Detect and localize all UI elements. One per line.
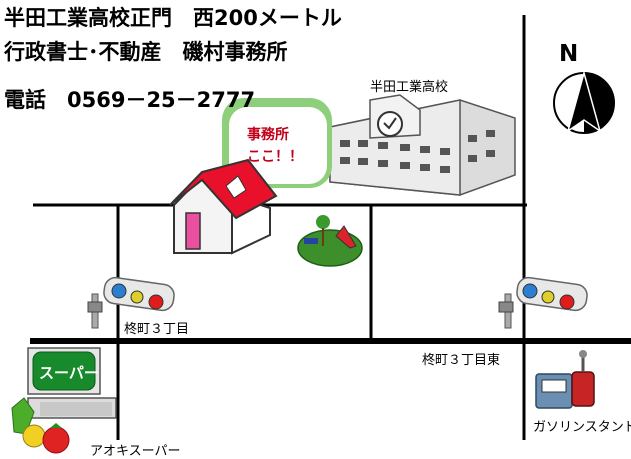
- header-phone: 電話 0569－25－2777: [4, 88, 256, 112]
- bubble-here: ここ！！: [247, 149, 303, 165]
- traffic-light-east-icon: [498, 276, 588, 329]
- office-house-icon: [169, 158, 278, 255]
- traffic-light-west-icon: [87, 276, 175, 329]
- roads: [30, 15, 631, 440]
- supermarket-sign: スーパー: [39, 364, 99, 382]
- bubble-office: 事務所: [247, 127, 289, 143]
- intersection-west-label: 柊町３丁目: [124, 322, 190, 337]
- header-office-name: 行政書士･不動産 磯村事務所: [4, 40, 288, 64]
- compass-icon: [553, 70, 615, 134]
- school-building-icon: [329, 94, 516, 196]
- park-icon: [297, 215, 363, 267]
- intersection-east-label: 柊町３丁目東: [422, 353, 501, 368]
- school-label: 半田工業高校: [370, 80, 449, 95]
- gas-station-icon: [535, 350, 595, 409]
- supermarket-icon: [11, 347, 117, 454]
- header-location: 半田工業高校正門 西200メートル: [4, 6, 342, 30]
- compass-label: N: [559, 41, 579, 67]
- gas-station-label: ガソリンスタンド: [533, 420, 631, 435]
- supermarket-label: アオキスーパー: [90, 444, 181, 459]
